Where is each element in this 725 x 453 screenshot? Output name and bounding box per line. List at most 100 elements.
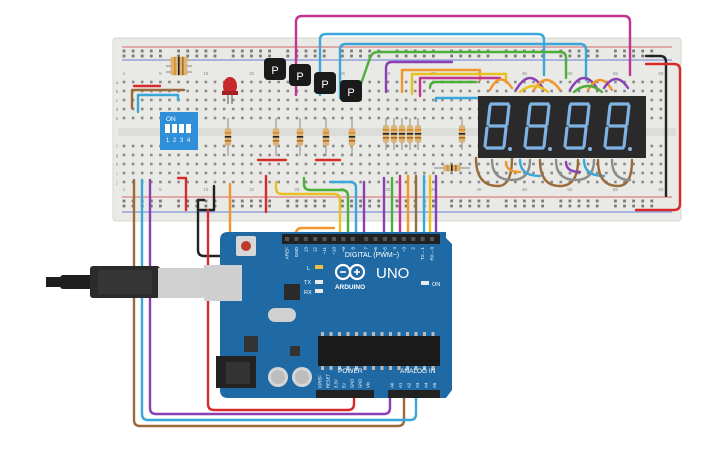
column-number: 50 [567,71,573,76]
column-number: 10 [203,187,209,192]
digital-pin-label: TX→1 [420,247,425,260]
column-number: 25 [340,71,346,76]
row-letter: b [116,89,119,94]
analog-label: ANALOG IN [400,368,436,375]
column-number: 40 [476,187,482,192]
seven-segment-display [478,96,646,158]
loop-gray-b3 [610,158,632,182]
column-number: 45 [522,187,528,192]
segment [585,104,591,126]
loop-purple-3 [602,77,630,90]
column-number: 50 [567,187,573,192]
dip-switch: ON 1 2 3 4 [160,112,198,150]
column-number: 55 [613,187,619,192]
power-header [316,390,374,398]
digital-pin-label: 13 [303,247,308,253]
top-wires [130,14,682,214]
digit [523,102,552,151]
resistor [322,118,330,156]
row-letter: d [116,107,119,112]
digital-pin-label: 7 [364,247,369,250]
transistor-4: P [340,80,362,102]
wire-black-gnd [196,198,230,258]
digital-pin-label: GND [294,246,299,257]
led-tx [315,280,323,284]
column-number: 60 [658,187,664,192]
wire-red-5v [206,208,356,412]
loop-brown-b1 [474,156,514,188]
column-number: 20 [294,187,300,192]
transistor-label: P [347,87,354,99]
column-number: 15 [249,187,255,192]
row-letter: a [116,80,119,85]
column-number: 45 [522,71,528,76]
led-label-tx: TX [304,280,311,286]
decimal-point [548,147,552,151]
dip-on-label: ON [166,116,176,123]
segment [526,104,532,126]
column-number: 30 [385,71,391,76]
wire-purple-a2 [148,178,392,416]
digital-pin-label: 8 [350,247,355,250]
loop-green-1 [572,84,604,94]
column-number: 1 [123,187,126,192]
segment [505,104,511,126]
wire-magenta-top [294,14,632,97]
column-number: 55 [613,71,619,76]
wire-purple-top [384,60,454,94]
segment [582,126,588,148]
wire-cyan-a1 [140,178,418,422]
segment [502,126,508,148]
segment [625,104,631,126]
resistor [224,118,232,156]
resistor [166,56,192,64]
wire-cyan-d9 [328,180,358,236]
row-letter: f [116,144,118,149]
wire-black-right [644,54,668,198]
digital-pin-label: ~10 [332,247,337,255]
row-letter: j [116,180,118,185]
dip-number: 2 [173,138,177,144]
loop-gray-b1 [490,158,532,182]
digital-header [282,234,440,244]
segment [603,126,609,148]
digital-pin-label: RX←0 [430,247,435,261]
resistors [166,56,470,172]
resistor [166,62,192,70]
digital-pin-label: AREF [285,247,290,259]
wire-brown-left [130,88,186,110]
transistor-3: P [314,72,336,94]
dip-toggle-3[interactable] [179,124,184,133]
analog-pin-label: A0 [390,382,395,388]
usb-chip [284,284,300,300]
row-letter: g [116,153,119,158]
dip-toggle-1[interactable] [165,124,170,133]
model-label: UNO [376,265,409,282]
column-number: 60 [658,71,664,76]
power-pin-label: IOREF [318,375,323,388]
transistors: P P P P [264,58,362,102]
atmega-chip [318,336,440,366]
wire-brown-a0 [132,178,406,428]
dip-toggle-2[interactable] [172,124,177,133]
resistor [434,164,470,172]
digital-pin-label: ~5 [383,247,388,253]
brand-label: ARDUINO [335,284,365,291]
analog-pin-label: A1 [398,382,403,388]
loop-blue-b1 [518,158,542,178]
resistor [398,118,406,150]
digit [483,102,512,151]
resistor [166,68,192,76]
dip-toggle-4[interactable] [186,124,191,133]
wire-yellow-d11 [274,180,342,236]
resistor [348,118,356,156]
loop-orange-1 [488,78,514,92]
wire-cyan-top [318,32,546,97]
loop-yellow-1 [518,84,550,94]
digital-pin-label: ~6 [373,247,378,253]
